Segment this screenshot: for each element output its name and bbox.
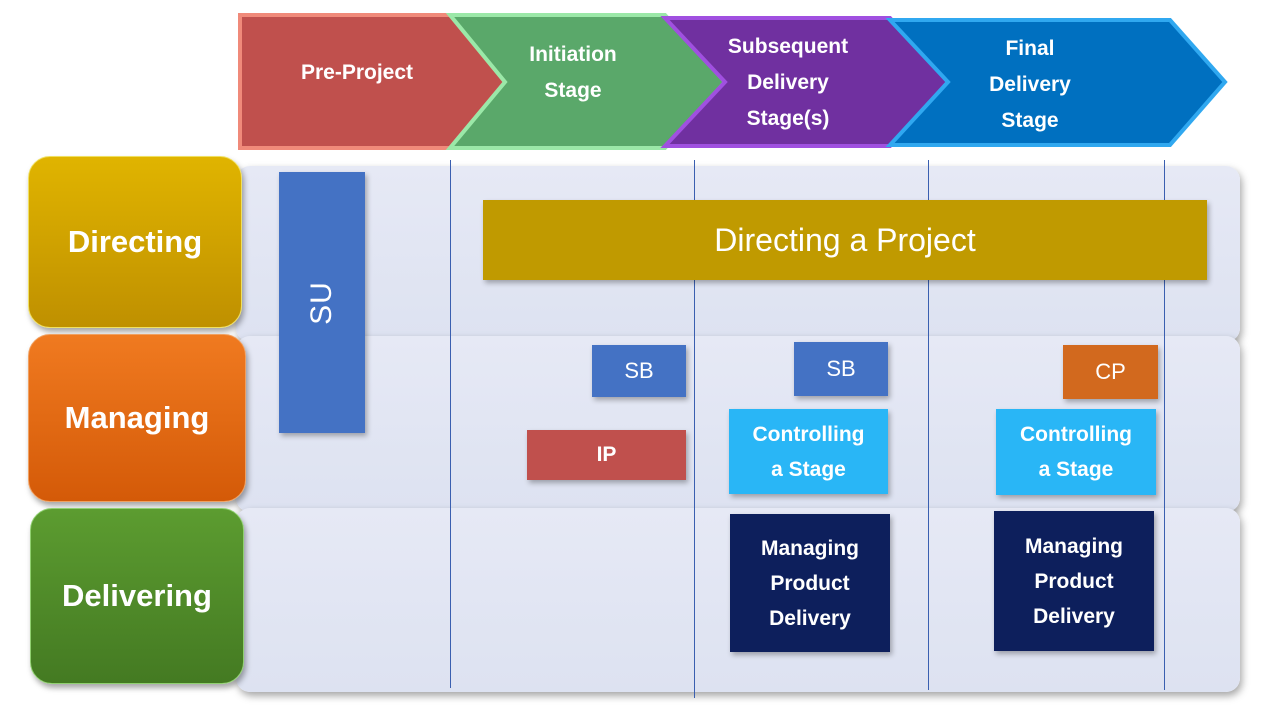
process-ip: IP bbox=[527, 430, 686, 480]
stage-divider bbox=[928, 160, 929, 690]
process-cp: CP bbox=[1063, 345, 1158, 399]
process-su: SU bbox=[279, 172, 365, 433]
mpd-line-2: Product bbox=[1034, 569, 1114, 593]
controlling-line-2: a Stage bbox=[771, 457, 846, 481]
row-label-managing: Managing bbox=[28, 334, 246, 502]
process-sb-subsequent: SB bbox=[794, 342, 888, 396]
stage-label-1: Pre-Project bbox=[301, 61, 413, 84]
process-controlling-a-stage-subsequent: Controlling a Stage bbox=[729, 409, 888, 494]
mpd-line-3: Delivery bbox=[769, 606, 851, 630]
stage-divider bbox=[450, 160, 451, 688]
row-label-delivering: Delivering bbox=[30, 508, 244, 684]
process-controlling-a-stage-final: Controlling a Stage bbox=[996, 409, 1156, 495]
stage-chevron-4 bbox=[885, 18, 1228, 147]
mpd-line-1: Managing bbox=[761, 536, 859, 560]
controlling-line-1: Controlling bbox=[752, 422, 865, 446]
process-directing-a-project: Directing a Project bbox=[483, 200, 1207, 280]
process-sb-initiation: SB bbox=[592, 345, 686, 397]
mpd-line-1: Managing bbox=[1025, 534, 1123, 558]
controlling-line-2: a Stage bbox=[1038, 458, 1114, 481]
stage-divider bbox=[1164, 160, 1165, 690]
row-label-directing: Directing bbox=[28, 156, 242, 328]
controlling-line-1: Controlling bbox=[1020, 423, 1132, 446]
mpd-line-2: Product bbox=[770, 571, 850, 595]
process-su-label: SU bbox=[305, 280, 338, 325]
process-managing-product-delivery-final: Managing Product Delivery bbox=[994, 511, 1154, 651]
mpd-line-3: Delivery bbox=[1033, 604, 1115, 628]
stage-divider bbox=[694, 160, 695, 698]
process-managing-product-delivery-subsequent: Managing Product Delivery bbox=[730, 514, 890, 652]
